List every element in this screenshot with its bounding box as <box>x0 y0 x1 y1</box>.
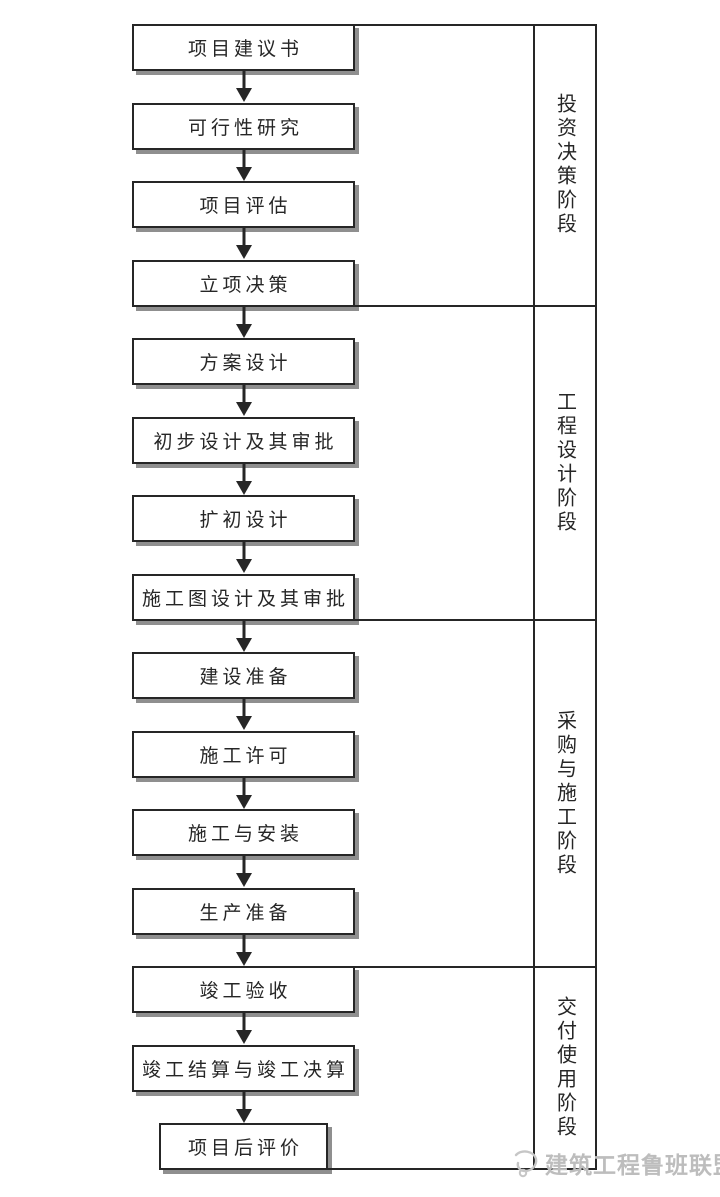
bracket-tick <box>354 966 597 968</box>
flow-box: 项目评估 <box>132 181 355 228</box>
phase-label-text: 交付使用阶段 <box>553 996 576 1140</box>
flow-step: 项目后评价 <box>132 1123 355 1170</box>
phase-label-text: 采购与施工阶段 <box>553 709 576 878</box>
flow-box: 施工与安装 <box>132 809 355 856</box>
flow-box-label: 施工许可 <box>199 745 292 767</box>
flow-step: 施工与安装 <box>132 809 355 887</box>
flow-box: 方案设计 <box>132 338 355 385</box>
bracket-tick <box>327 1168 597 1170</box>
flow-box: 项目建议书 <box>132 24 355 71</box>
bracket-tick <box>354 24 597 26</box>
flow-box-label: 竣工结算与竣工决算 <box>141 1059 349 1081</box>
flow-box: 竣工结算与竣工决算 <box>132 1044 355 1092</box>
phase-label-procurement-construction: 采购与施工阶段 <box>535 621 595 966</box>
down-arrow-icon <box>235 934 252 966</box>
phase-label-text: 工程设计阶段 <box>553 391 576 535</box>
flow-step: 竣工结算与竣工决算 <box>132 1044 355 1123</box>
flow-box-label: 项目后评价 <box>187 1138 303 1159</box>
down-arrow-icon <box>235 463 252 495</box>
flow-column: 项目建议书 可行性研究 项目评估 立项决策 方案设计 初步设计及其审批 扩初设计 <box>132 24 355 1170</box>
watermark-text: 建筑工程鲁班联盟 <box>545 1153 720 1178</box>
flow-box-label: 方案设计 <box>199 353 292 374</box>
watermark: 建筑工程鲁班联盟 <box>510 1146 720 1180</box>
flow-box-label: 竣工验收 <box>199 981 292 1002</box>
flow-box-label: 项目建议书 <box>187 39 303 60</box>
flow-box-label: 施工与安装 <box>187 824 303 845</box>
flow-step: 项目建议书 <box>132 24 355 102</box>
bracket-tick <box>354 305 597 307</box>
flow-box: 施工图设计及其审批 <box>132 573 355 621</box>
flow-step: 可行性研究 <box>132 102 355 181</box>
flow-box-label: 建设准备 <box>199 667 292 688</box>
flow-box: 项目后评价 <box>159 1123 328 1170</box>
flow-box-label: 可行性研究 <box>187 117 303 139</box>
bracket-outer-line <box>595 24 597 1170</box>
bracket-inner-line <box>533 24 535 1170</box>
flow-step: 立项决策 <box>132 259 355 338</box>
flow-step: 施工许可 <box>132 730 355 809</box>
phase-label-investment-decision: 投资决策阶段 <box>535 24 595 305</box>
flow-box: 生产准备 <box>132 887 355 935</box>
flow-box: 施工许可 <box>132 730 355 778</box>
flow-step: 施工图设计及其审批 <box>132 573 355 652</box>
flow-step: 项目评估 <box>132 181 355 259</box>
down-arrow-icon <box>235 71 252 102</box>
flow-box-label: 生产准备 <box>199 902 292 924</box>
flow-box-label: 扩初设计 <box>199 510 292 531</box>
down-arrow-icon <box>235 1013 252 1044</box>
down-arrow-icon <box>235 699 252 730</box>
down-arrow-icon <box>235 777 252 809</box>
down-arrow-icon <box>235 228 252 259</box>
flow-step: 方案设计 <box>132 338 355 416</box>
flow-box: 可行性研究 <box>132 102 355 150</box>
flow-step: 扩初设计 <box>132 495 355 573</box>
phase-label-text: 投资决策阶段 <box>553 92 576 237</box>
luban-union-logo-icon <box>514 1150 538 1178</box>
flow-box-label: 立项决策 <box>199 274 292 296</box>
flow-box: 建设准备 <box>132 652 355 699</box>
flow-box-label: 施工图设计及其审批 <box>141 588 349 610</box>
flow-box-label: 项目评估 <box>199 196 292 217</box>
down-arrow-icon <box>235 1091 252 1123</box>
bracket-tick <box>354 619 597 621</box>
down-arrow-icon <box>235 306 252 338</box>
flow-step: 建设准备 <box>132 652 355 730</box>
flow-step: 初步设计及其审批 <box>132 416 355 495</box>
phase-label-engineering-design: 工程设计阶段 <box>535 307 595 619</box>
flow-step: 竣工验收 <box>132 966 355 1044</box>
flow-box: 竣工验收 <box>132 966 355 1013</box>
flow-box: 初步设计及其审批 <box>132 416 355 464</box>
down-arrow-icon <box>235 620 252 652</box>
flow-box: 扩初设计 <box>132 495 355 542</box>
down-arrow-icon <box>235 856 252 887</box>
flow-box-label: 初步设计及其审批 <box>153 431 338 453</box>
down-arrow-icon <box>235 542 252 573</box>
flow-box: 立项决策 <box>132 259 355 307</box>
down-arrow-icon <box>235 149 252 181</box>
phase-label-delivery-use: 交付使用阶段 <box>535 968 595 1168</box>
flow-step: 生产准备 <box>132 887 355 966</box>
down-arrow-icon <box>235 385 252 416</box>
